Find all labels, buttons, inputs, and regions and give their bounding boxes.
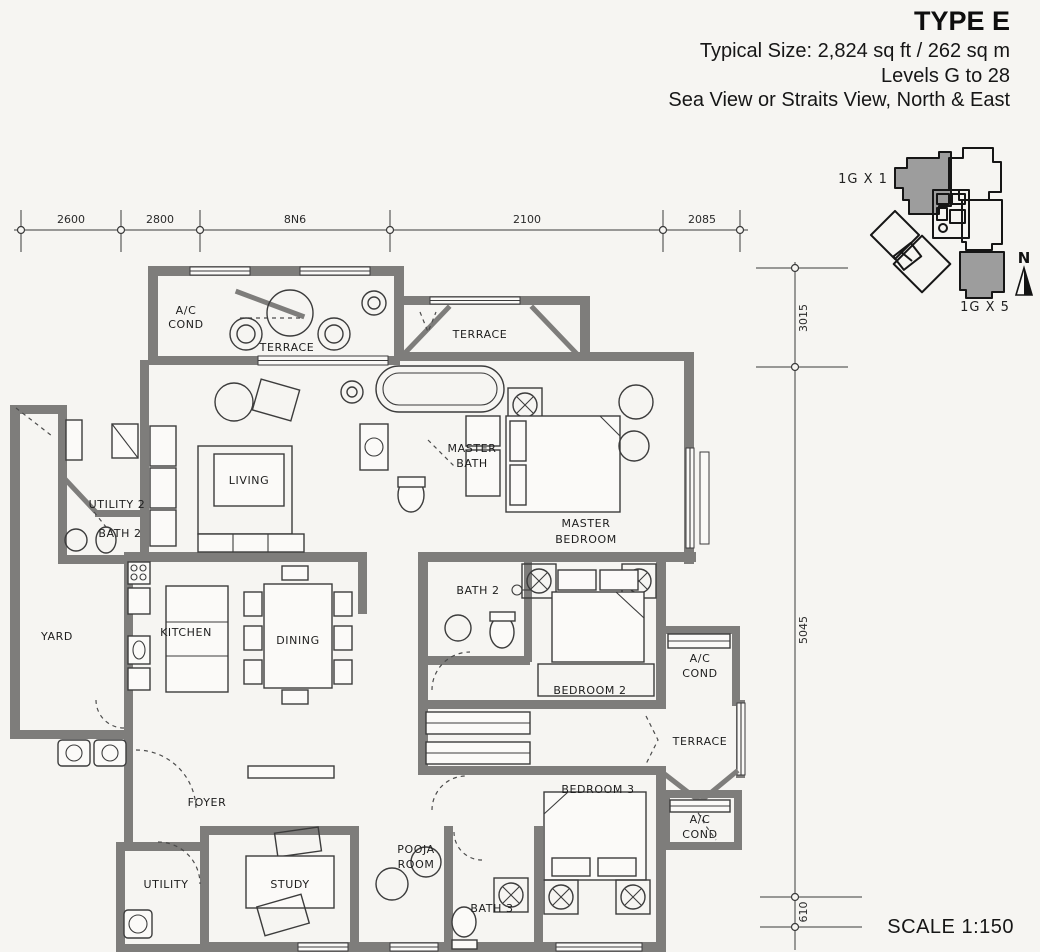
toilet xyxy=(397,476,426,513)
room-label-ac-cond-top: COND xyxy=(168,318,203,331)
room-label-foyer: FOYER xyxy=(188,796,227,809)
dim-right-1: 3015 xyxy=(797,304,810,332)
room-label-terrace-top: TERRACE xyxy=(259,341,315,354)
bathtub xyxy=(375,365,505,413)
key-plan-label-right: 1G X 5 xyxy=(960,300,1010,315)
key-plan-core-cell xyxy=(949,209,966,224)
plan-type-title: TYPE E xyxy=(914,6,1010,36)
key-plan-shaded-unit-right xyxy=(959,251,1005,299)
washer xyxy=(123,909,153,939)
room-label-utility2: UTILITY 2 xyxy=(89,498,146,511)
view-text: Sea View or Straits View, North & East xyxy=(668,89,1010,111)
kitchen-counters xyxy=(127,561,229,693)
room-label-living: LIVING xyxy=(229,474,270,487)
dimension-line-top: 2600 2800 8N6 2100 2085 xyxy=(14,210,748,252)
key-plan-lift-box xyxy=(892,241,923,271)
key-plan: 1G X 1 1G X 5 N xyxy=(838,147,1034,315)
bath3-toilet xyxy=(451,906,478,950)
master-bed xyxy=(505,415,621,513)
svg-text:N: N xyxy=(1018,249,1031,267)
bedroom2-bed xyxy=(521,563,657,697)
yard-appliances xyxy=(57,739,127,767)
bath-toilet xyxy=(489,611,516,649)
room-label-pooja-room: ROOM xyxy=(398,858,435,871)
dim-top-3: 8N6 xyxy=(284,213,306,226)
key-plan-label-left: 1G X 1 xyxy=(838,172,888,187)
bedroom3-bed xyxy=(543,791,651,915)
bath-cabinet xyxy=(465,449,501,497)
room-label-ac-cond-top: A/C xyxy=(176,304,197,317)
furniture xyxy=(57,289,731,950)
room-label-master-bath: MASTER xyxy=(448,442,497,455)
living-sofa-set xyxy=(149,378,364,553)
room-label-yard: YARD xyxy=(40,630,73,643)
typical-size-text: Typical Size: 2,824 sq ft / 262 sq m xyxy=(700,40,1010,62)
key-plan-core-detail xyxy=(938,223,948,233)
bath2-toilet xyxy=(95,526,117,554)
room-label-ac-cond-right: COND xyxy=(682,667,717,680)
scale-label: SCALE 1:150 xyxy=(887,916,1014,938)
room-label-bedroom2: BEDROOM 2 xyxy=(553,684,626,697)
dim-top-2: 2800 xyxy=(146,213,174,226)
bath-sink xyxy=(444,614,472,642)
room-label-ac-cond-lower: COND xyxy=(682,828,717,841)
dimension-line-right: 3015 5045 610 xyxy=(756,262,862,950)
room-label-ac-cond-right: A/C xyxy=(690,652,711,665)
header: TYPE E Typical Size: 2,824 sq ft / 262 s… xyxy=(668,6,1010,111)
fixture-icon xyxy=(511,584,523,596)
key-plan-lift-detail xyxy=(899,250,913,262)
kitchen-island xyxy=(165,585,229,693)
dim-top-5: 2085 xyxy=(688,213,716,226)
dim-right-2: 5045 xyxy=(797,616,810,644)
room-label-terrace-right: TERRACE xyxy=(672,735,728,748)
room-label-master-bedroom: MASTER xyxy=(562,517,611,530)
room-label-master-bath: BATH xyxy=(456,457,488,470)
levels-text: Levels G to 28 xyxy=(881,65,1010,87)
key-plan-unit-outline-topright xyxy=(948,147,1002,201)
key-plan-diamond-unit xyxy=(892,234,952,294)
windows xyxy=(189,266,746,952)
dim-top-4: 2100 xyxy=(513,213,541,226)
vanity-sink xyxy=(359,423,389,471)
bath-cabinet xyxy=(465,415,501,447)
room-label-kitchen: KITCHEN xyxy=(160,626,212,639)
pooja-fixture xyxy=(410,846,442,878)
armchair xyxy=(618,384,654,420)
dim-top-1: 2600 xyxy=(57,213,85,226)
room-label-study: STUDY xyxy=(270,878,309,891)
room-label-master-bedroom: BEDROOM xyxy=(555,533,617,546)
room-label-utility: UTILITY xyxy=(143,878,188,891)
room-label-dining: DINING xyxy=(276,634,320,647)
key-plan-core xyxy=(932,189,970,239)
doors xyxy=(15,288,740,885)
north-arrow-icon: N xyxy=(1014,249,1034,296)
dining-table-set xyxy=(243,565,353,705)
pooja-fixture xyxy=(375,867,409,901)
room-label-pooja-room: POOJA xyxy=(397,843,435,856)
room-label-bath2-left: BATH 2 xyxy=(98,527,141,540)
room-label-bath2-mid: BATH 2 xyxy=(456,584,499,597)
room-label-ac-cond-lower: A/C xyxy=(690,813,711,826)
room-label-bath3: BATH 3 xyxy=(470,902,513,915)
room-label-terrace-mid: TERRACE xyxy=(452,328,508,341)
key-plan-unit-outline-midright xyxy=(961,199,1003,251)
side-stool xyxy=(618,430,650,462)
key-plan-diamond-unit xyxy=(869,209,921,261)
terrace-table-set xyxy=(229,289,387,351)
room-labels: A/C COND TERRACE TERRACE MASTER BATH MAS… xyxy=(40,304,727,915)
key-plan-core-cell xyxy=(936,207,948,221)
key-plan-core-cell xyxy=(951,193,966,205)
room-label-bedroom3: BEDROOM 3 xyxy=(561,783,634,796)
key-plan-core-cell xyxy=(936,193,950,205)
bath2-sink xyxy=(64,528,88,552)
utility-shelf xyxy=(65,419,83,461)
study-desk xyxy=(245,826,335,937)
foyer-console xyxy=(247,765,335,779)
dim-right-3: 610 xyxy=(797,902,810,923)
